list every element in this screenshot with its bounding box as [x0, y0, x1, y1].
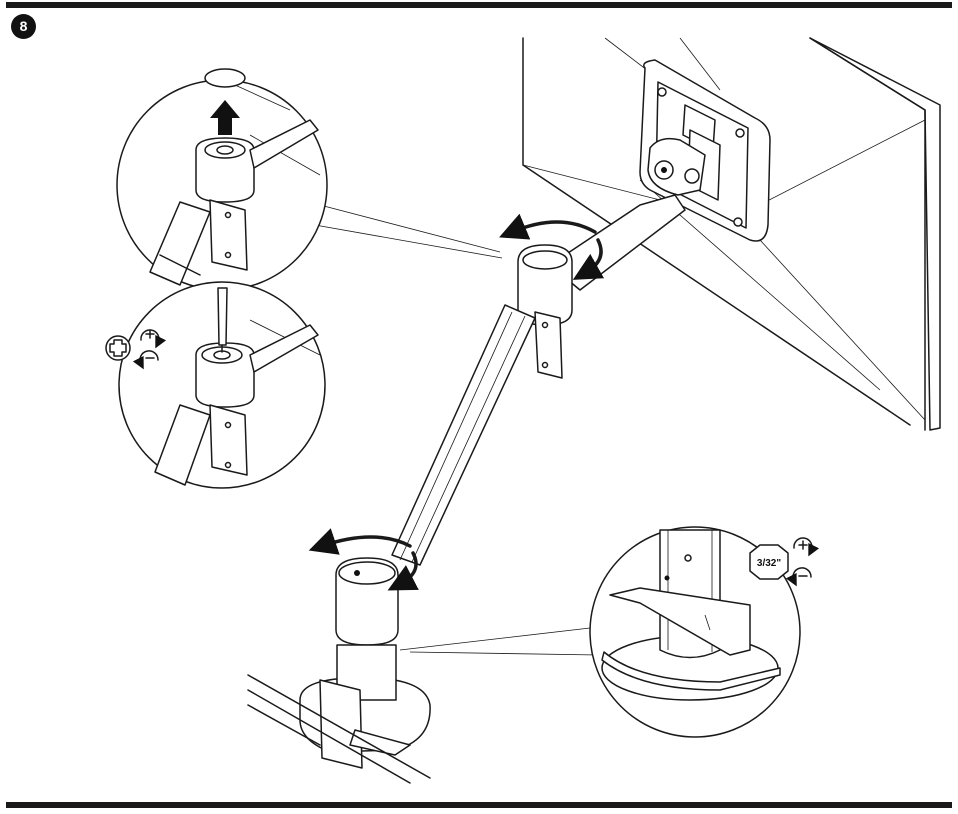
callout-leader-top — [319, 204, 501, 253]
arm-swivel-rotation-arrow-icon — [499, 213, 605, 280]
callout-leader-base — [399, 627, 591, 651]
cap-remove-arrow-icon — [204, 68, 246, 135]
top-rule — [6, 2, 952, 8]
bottom-rule — [6, 802, 952, 808]
hex-key-size-icon: 3/32" — [749, 544, 789, 580]
phillips-screwdriver-icon — [217, 287, 228, 353]
detail-cap-removal — [116, 68, 328, 291]
base-swivel-rotation-arrow-icon — [308, 528, 419, 591]
lower-arm — [391, 304, 536, 566]
rotate-counterclockwise-minus-icon-base — [785, 567, 812, 587]
step-number-badge: 8 — [11, 14, 36, 39]
detail-tension-adjust — [105, 281, 326, 489]
callout-leader-base-2 — [409, 651, 599, 656]
monitor — [522, 37, 941, 431]
rotate-counterclockwise-minus-icon — [132, 350, 159, 370]
phillips-head-symbol — [105, 335, 131, 361]
hex-key-size-label: 3/32" — [757, 558, 781, 569]
detail-base-hex: 3/32" — [589, 526, 820, 738]
base-column — [247, 557, 431, 784]
callout-leader-top-2 — [314, 224, 503, 259]
rotate-clockwise-plus-icon-base — [793, 537, 820, 557]
rotate-clockwise-plus-icon — [140, 329, 167, 349]
